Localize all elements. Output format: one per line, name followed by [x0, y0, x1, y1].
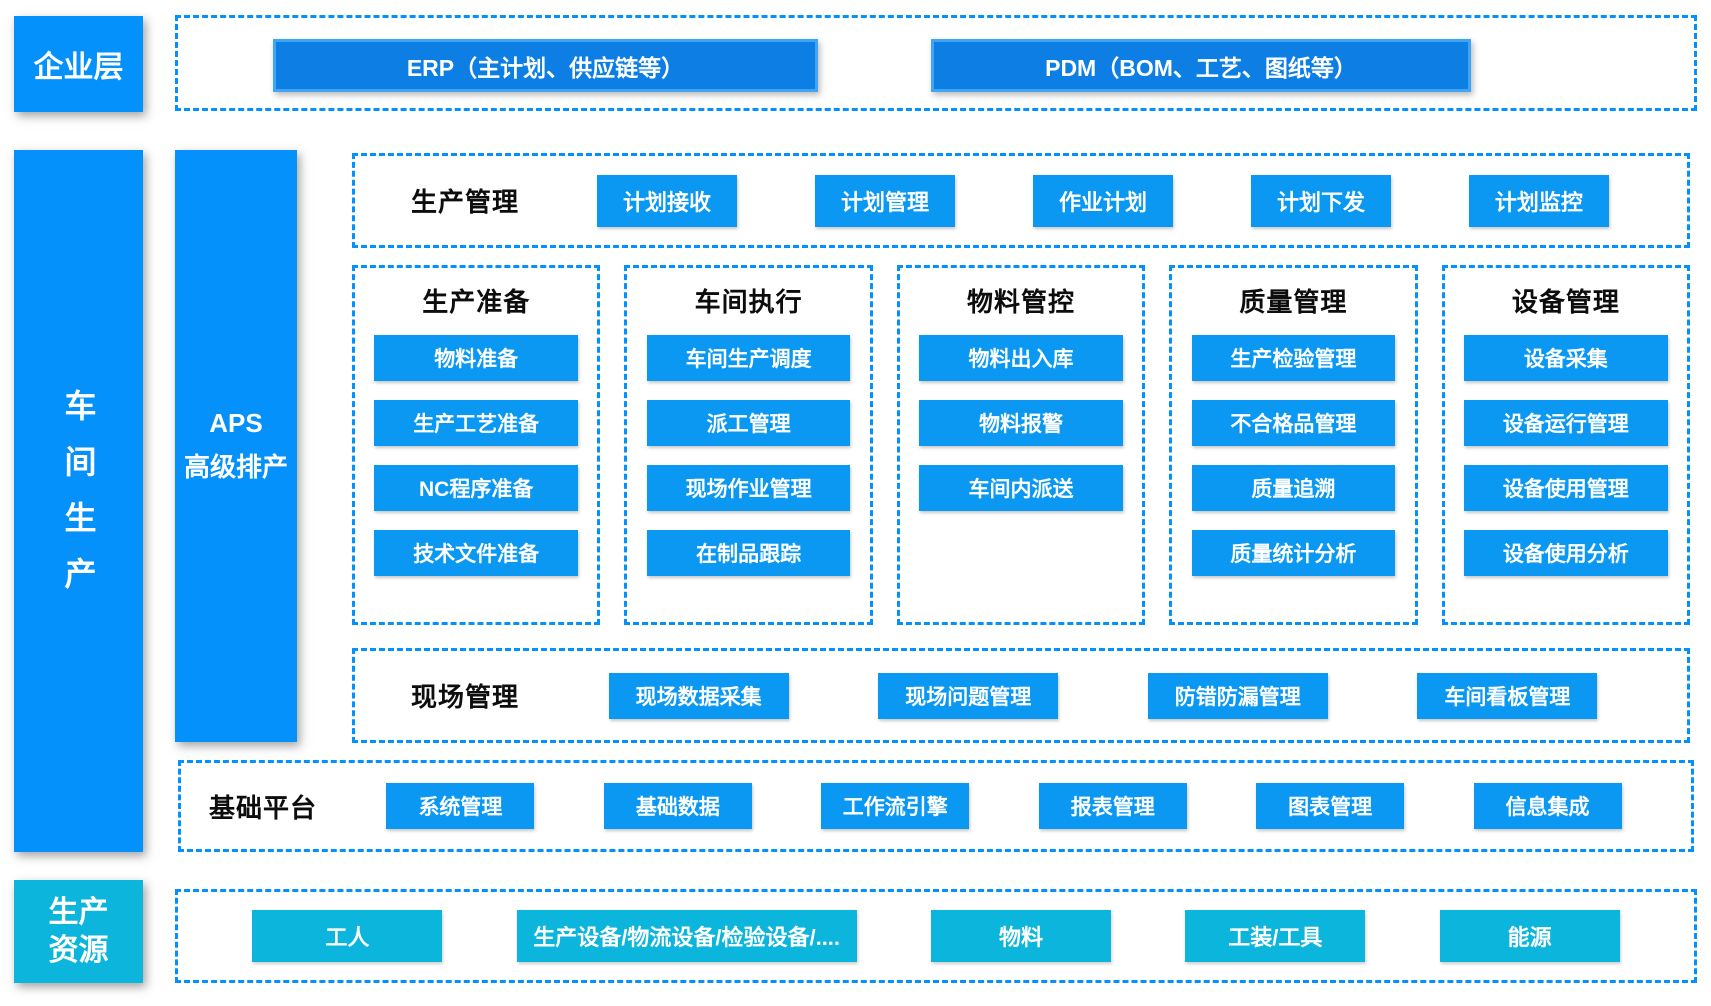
column-title: 质量管理 [1239, 287, 1348, 317]
function-columns: 生产准备 物料准备 生产工艺准备 NC程序准备 技术文件准备 车间执行 车间生产… [352, 265, 1691, 625]
production-resources-group: 工人 生产设备/物流设备/检验设备/.... 物料 工装/工具 能源 [175, 889, 1697, 983]
aps-advanced-scheduling-block: APS 高级排产 [175, 150, 297, 742]
diagram-block: 生产检验管理 [1191, 335, 1396, 381]
diagram-block: 生产工艺准备 [374, 400, 578, 446]
diagram-block: 车间生产调度 [646, 335, 851, 381]
diagram-block: 物料 [930, 910, 1111, 962]
diagram-block: NC程序准备 [374, 465, 578, 511]
diagram-block: 计划监控 [1468, 174, 1609, 227]
diagram-block: 物料准备 [374, 335, 578, 381]
diagram-block: 计划管理 [814, 174, 955, 227]
column-workshop-execution: 车间执行 车间生产调度 派工管理 现场作业管理 在制品跟踪 [624, 265, 873, 625]
production-management-blocks: 计划接收 计划管理 作业计划 计划下发 计划监控 [519, 174, 1687, 227]
diagram-block: 物料报警 [919, 400, 1123, 446]
aps-title: APS [209, 408, 263, 438]
diagram-block: 设备运行管理 [1464, 400, 1668, 446]
production-management-title: 生产管理 [411, 187, 520, 217]
diagram-block: 物料出入库 [919, 335, 1123, 381]
diagram-block: 工装/工具 [1185, 910, 1366, 962]
aps-subtitle: 高级排产 [183, 452, 288, 482]
production-resources-text: 生产 资源 [48, 896, 109, 967]
production-management-group: 生产管理 计划接收 计划管理 作业计划 计划下发 计划监控 [352, 153, 1690, 248]
column-production-preparation: 生产准备 物料准备 生产工艺准备 NC程序准备 技术文件准备 [352, 265, 601, 625]
diagram-block: 工作流引擎 [821, 783, 970, 829]
diagram-block: 现场作业管理 [646, 465, 851, 511]
diagram-block: 报表管理 [1038, 783, 1187, 829]
field-management-group: 现场管理 现场数据采集 现场问题管理 防错防漏管理 车间看板管理 [352, 648, 1690, 743]
diagram-block: 设备使用管理 [1464, 465, 1668, 511]
diagram-block: 质量追溯 [1191, 465, 1396, 511]
diagram-block: 在制品跟踪 [646, 530, 851, 576]
diagram-block: 作业计划 [1032, 174, 1173, 227]
workshop-production-vertical-text: 车间生产 [60, 389, 97, 613]
erp-system-block: ERP（主计划、供应链等） [273, 39, 818, 92]
diagram-block: 计划接收 [597, 174, 737, 227]
workshop-production-layer-label: 车间生产 [14, 150, 143, 852]
diagram-block: 设备采集 [1464, 335, 1668, 381]
diagram-block: 能源 [1439, 910, 1620, 962]
field-management-blocks: 现场数据采集 现场问题管理 防错防漏管理 车间看板管理 [519, 672, 1687, 719]
column-material-control: 物料管控 物料出入库 物料报警 车间内派送 [896, 265, 1146, 625]
diagram-block: 设备使用分析 [1464, 530, 1668, 576]
diagram-block: 质量统计分析 [1191, 530, 1396, 576]
column-title: 车间执行 [694, 287, 803, 317]
basic-platform-group: 基础平台 系统管理 基础数据 工作流引擎 报表管理 图表管理 信息集成 [178, 760, 1694, 852]
diagram-block: 现场数据采集 [608, 672, 789, 719]
diagram-block: 技术文件准备 [374, 530, 578, 576]
diagram-block: 图表管理 [1256, 783, 1405, 829]
field-management-title: 现场管理 [411, 682, 520, 712]
diagram-block: 系统管理 [386, 783, 535, 829]
diagram-block: 生产设备/物流设备/检验设备/.... [516, 910, 857, 962]
enterprise-systems-group: ERP（主计划、供应链等） PDM（BOM、工艺、图纸等） [175, 15, 1697, 111]
column-title: 设备管理 [1511, 287, 1620, 317]
diagram-block: 工人 [252, 910, 443, 962]
production-resources-label: 生产 资源 [14, 880, 143, 983]
diagram-block: 车间内派送 [919, 465, 1123, 511]
column-title: 物料管控 [967, 287, 1076, 317]
pdm-system-block: PDM（BOM、工艺、图纸等） [931, 39, 1471, 92]
diagram-block: 车间看板管理 [1417, 672, 1598, 719]
column-title: 生产准备 [422, 287, 531, 317]
diagram-block: 信息集成 [1473, 783, 1622, 829]
diagram-block: 派工管理 [646, 400, 851, 446]
enterprise-layer-label: 企业层 [14, 16, 143, 112]
column-equipment-management: 设备管理 设备采集 设备运行管理 设备使用管理 设备使用分析 [1441, 265, 1691, 625]
column-quality-management: 质量管理 生产检验管理 不合格品管理 质量追溯 质量统计分析 [1169, 265, 1418, 625]
diagram-block: 现场问题管理 [878, 672, 1059, 719]
diagram-block: 防错防漏管理 [1147, 672, 1328, 719]
diagram-block: 不合格品管理 [1191, 400, 1396, 446]
diagram-block: 基础数据 [603, 783, 752, 829]
basic-platform-title: 基础平台 [209, 792, 318, 823]
diagram-block: 计划下发 [1250, 174, 1391, 227]
basic-platform-blocks: 系统管理 基础数据 工作流引擎 报表管理 图表管理 信息集成 [317, 783, 1691, 829]
